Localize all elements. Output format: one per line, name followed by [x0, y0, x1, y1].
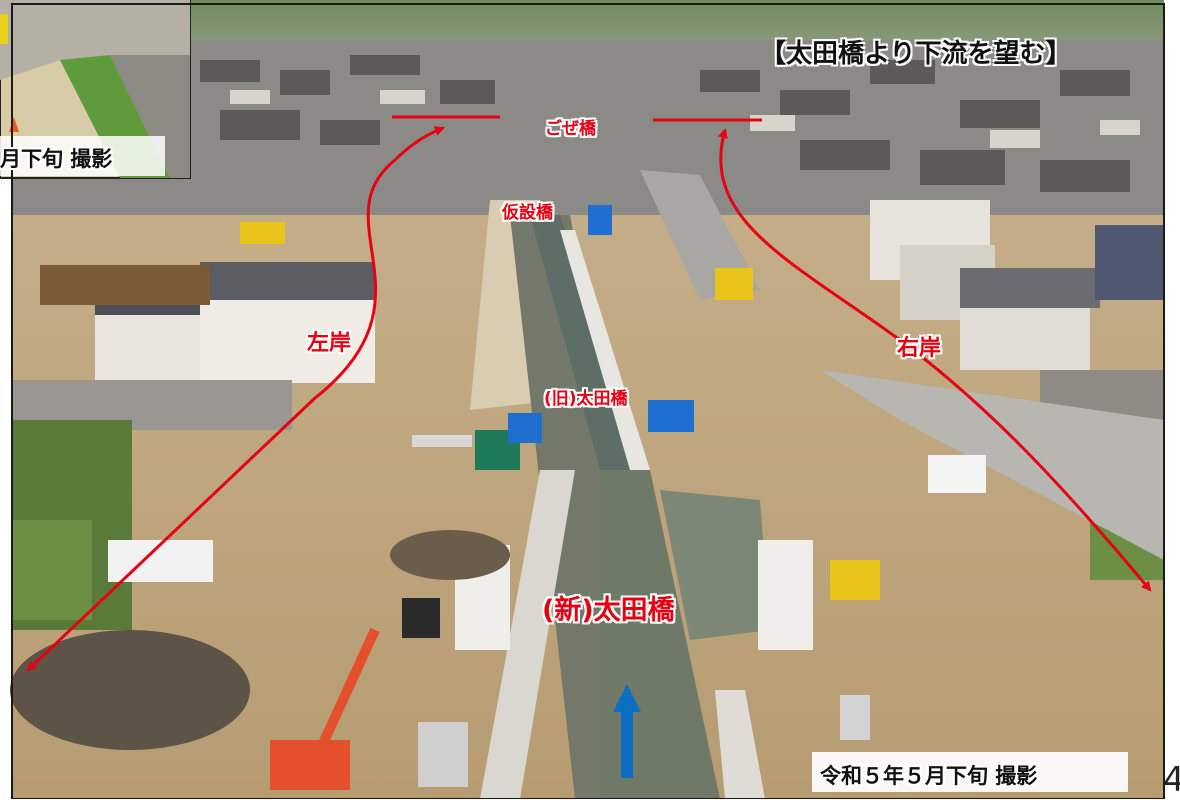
label-right-bank: 右岸: [897, 336, 942, 361]
inset-photo: [0, 0, 191, 179]
page-edge-glyph: 4: [1163, 760, 1180, 800]
label-new-bridge: (新)太田橋: [542, 595, 675, 626]
left-bank-upstream-arrow: [314, 126, 445, 400]
label-temporary-bridge: 仮設橋: [502, 203, 553, 223]
flow-direction-arrow: [613, 684, 641, 778]
label-goze-bridge: ごぜ橋: [545, 119, 596, 139]
photo-title: 【太田橋より下流を望む】: [760, 39, 1072, 69]
right-bank-downstream-arrow: [899, 338, 1152, 592]
photo-date-caption: 令和５年５月下旬 撮影: [820, 764, 1038, 788]
label-old-bridge: (旧)太田橋: [544, 389, 628, 409]
label-left-bank: 左岸: [307, 331, 352, 356]
left-bank-downstream-arrow: [26, 396, 317, 672]
right-bank-upstream-arrow: [718, 128, 901, 342]
inset-date-caption: 月下旬 撮影: [0, 147, 113, 171]
